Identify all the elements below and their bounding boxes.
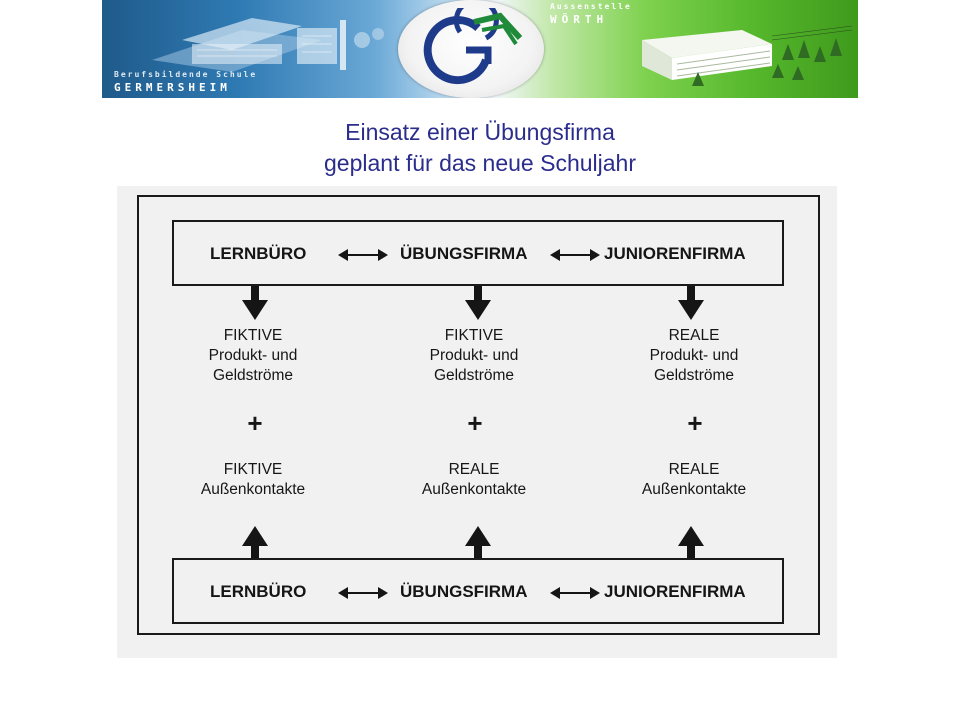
top-label-uebungsfirma: ÜBUNGSFIRMA <box>400 244 528 263</box>
title-line-2: geplant für das neue Schuljahr <box>324 150 636 176</box>
contacts-text-lernbuero: FIKTIVE Außenkontakte <box>200 461 306 498</box>
bottom-row-box: LERNBÜRO ÜBUNGSFIRMA JUNIORENFIRMA <box>172 558 784 624</box>
school-logo-icon <box>423 8 523 85</box>
double-arrow-icon <box>550 587 600 599</box>
diagram-frame <box>137 195 820 635</box>
bottom-label-uebungsfirma: ÜBUNGSFIRMA <box>400 582 528 601</box>
top-label-lernbuero: LERNBÜRO <box>210 244 307 263</box>
arrow-down-icon <box>242 286 268 320</box>
top-label-juniorenfirma: JUNIORENFIRMA <box>604 244 746 263</box>
school-logo <box>398 0 544 98</box>
arrow-up-icon <box>678 526 704 558</box>
double-arrow-icon <box>338 587 388 599</box>
title-line-1: Einsatz einer Übungsfirma <box>345 119 615 145</box>
plus-sign: + <box>687 408 703 438</box>
bottom-label-lernbuero: LERNBÜRO <box>210 582 307 601</box>
flows-text-uebungsfirma: FIKTIVE Produkt- und Geldströme <box>429 327 519 384</box>
plus-sign: + <box>247 408 263 438</box>
arrow-up-icon <box>242 526 268 558</box>
top-row-box: LERNBÜRO ÜBUNGSFIRMA JUNIORENFIRMA <box>172 220 784 286</box>
header-banner: Berufsbildende Schule GERMERSHEIM Aussen… <box>102 0 858 98</box>
school-type-label: Berufsbildende Schule <box>114 70 258 79</box>
plus-sign: + <box>467 408 483 438</box>
contacts-text-juniorenfirma: REALE Außenkontakte <box>641 461 747 498</box>
contacts-text-uebungsfirma: REALE Außenkontakte <box>421 461 527 498</box>
school-name: GERMERSHEIM <box>114 81 231 94</box>
flows-text-lernbuero: FIKTIVE Produkt- und Geldströme <box>208 327 298 384</box>
double-arrow-icon <box>550 249 600 261</box>
slide-title: Einsatz einer Übungsfirma geplant für da… <box>0 117 960 179</box>
bottom-label-juniorenfirma: JUNIORENFIRMA <box>604 582 746 601</box>
arrow-down-icon <box>465 286 491 320</box>
branch-name: WÖRTH <box>550 13 609 26</box>
double-arrow-icon <box>338 249 388 261</box>
branch-type-label: Aussenstelle <box>550 2 632 11</box>
branch-building-illustration <box>642 25 853 86</box>
school-building-illustration <box>152 18 384 72</box>
flows-text-juniorenfirma: REALE Produkt- und Geldströme <box>649 327 739 384</box>
arrow-up-icon <box>465 526 491 558</box>
arrow-down-icon <box>678 286 704 320</box>
